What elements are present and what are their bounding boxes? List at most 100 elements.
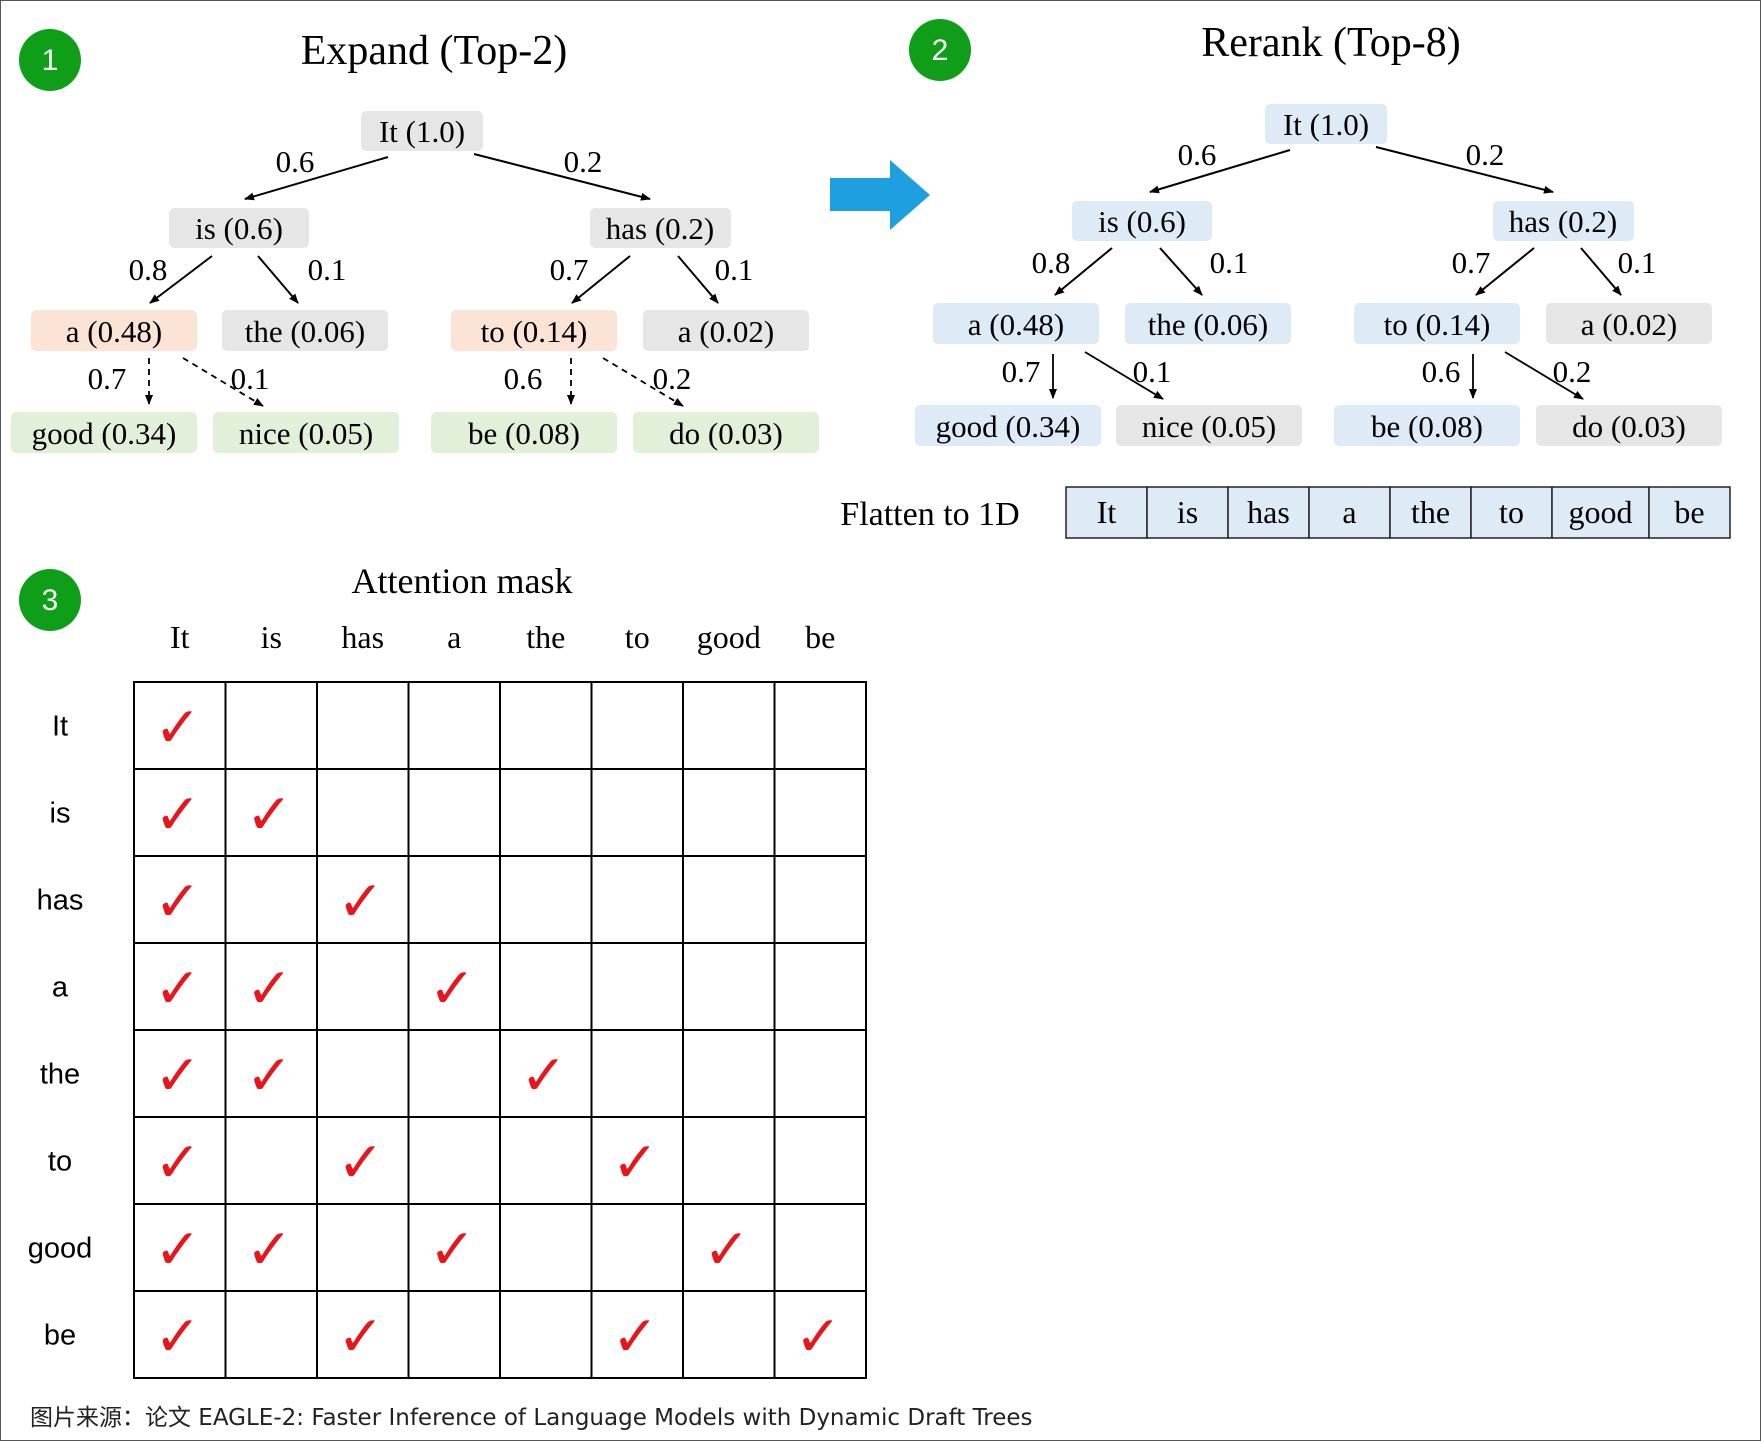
mask-cell bbox=[682, 855, 776, 944]
mask-cell bbox=[590, 1029, 684, 1118]
flatten-token-label: a bbox=[1342, 494, 1356, 530]
step1-edge-label: 0.6 bbox=[276, 144, 315, 179]
step2-node-the: the (0.06) bbox=[1125, 303, 1291, 344]
step1-node-nice: nice (0.05) bbox=[213, 412, 399, 453]
node-label: the (0.06) bbox=[1148, 307, 1269, 342]
mask-row-label: a bbox=[52, 972, 69, 1004]
mask-cell bbox=[590, 1203, 684, 1292]
mask-cell bbox=[407, 1029, 501, 1118]
mask-cell bbox=[224, 855, 318, 944]
step1-node-do: do (0.03) bbox=[633, 412, 819, 453]
mask-row-label: to bbox=[48, 1146, 72, 1178]
mask-column-label: a bbox=[447, 619, 461, 655]
mask-cell bbox=[773, 1290, 867, 1379]
step1-panel: 1 Expand (Top-2) 0.6 0.2 0.8 0.1 0.7 0.1… bbox=[11, 28, 819, 453]
step2-edge-root-is bbox=[1149, 149, 1291, 194]
node-label: good (0.34) bbox=[32, 416, 177, 451]
step2-edge-label: 0.2 bbox=[1553, 354, 1592, 389]
check-mark-icon: ✓ bbox=[154, 783, 201, 848]
step1-title: Expand (Top-2) bbox=[301, 28, 567, 74]
node-label: is (0.6) bbox=[1098, 204, 1186, 239]
step1-edge-label: 0.7 bbox=[88, 361, 127, 396]
arrow-right-icon bbox=[830, 160, 930, 230]
check-mark-icon: ✓ bbox=[795, 1305, 842, 1370]
mask-cell bbox=[773, 768, 867, 857]
step1-node-good: good (0.34) bbox=[11, 412, 197, 453]
step2-node-has: has (0.2) bbox=[1493, 201, 1634, 241]
node-label: has (0.2) bbox=[606, 211, 714, 246]
check-mark-icon: ✓ bbox=[154, 1044, 201, 1109]
mask-cell bbox=[224, 681, 318, 770]
node-label: a (0.02) bbox=[1581, 307, 1677, 342]
mask-column-label: good bbox=[697, 619, 761, 655]
step2-edge-root-has bbox=[1375, 146, 1554, 194]
node-label: be (0.08) bbox=[468, 416, 580, 451]
node-label: nice (0.05) bbox=[239, 416, 373, 451]
step1-node-root: It (1.0) bbox=[361, 111, 483, 151]
mask-cell bbox=[590, 681, 684, 770]
step2-node-a: a (0.48) bbox=[933, 303, 1099, 344]
check-mark-icon: ✓ bbox=[246, 1044, 293, 1109]
check-mark-icon: ✓ bbox=[520, 1044, 567, 1109]
mask-cell bbox=[499, 942, 593, 1031]
check-mark-icon: ✓ bbox=[612, 1131, 659, 1196]
step2-edge-label: 0.6 bbox=[1422, 354, 1461, 389]
mask-column-label: has bbox=[341, 619, 384, 655]
mask-cell bbox=[316, 681, 410, 770]
step2-edge-has-to bbox=[1475, 247, 1535, 296]
step1-edge-a-nice bbox=[182, 357, 264, 407]
mask-cell bbox=[590, 768, 684, 857]
node-label: It (1.0) bbox=[1283, 107, 1369, 142]
step2-node-is: is (0.6) bbox=[1072, 201, 1212, 241]
mask-cell bbox=[773, 1116, 867, 1205]
mask-cell bbox=[316, 768, 410, 857]
step2-edge-label: 0.1 bbox=[1618, 245, 1657, 280]
step1-node-a2: a (0.02) bbox=[643, 310, 809, 351]
flatten-token-cell: to bbox=[1470, 486, 1553, 539]
flatten-token-label: to bbox=[1499, 494, 1524, 530]
mask-cell bbox=[590, 855, 684, 944]
step2-edge-label: 0.1 bbox=[1210, 245, 1249, 280]
mask-cell bbox=[682, 1029, 776, 1118]
node-label: do (0.03) bbox=[1572, 409, 1686, 444]
mask-cell bbox=[682, 768, 776, 857]
step1-edge-label: 0.7 bbox=[550, 252, 589, 287]
step1-node-be: be (0.08) bbox=[431, 412, 617, 453]
step1-edge-has-a2 bbox=[677, 255, 719, 304]
flatten-token-label: be bbox=[1674, 494, 1704, 530]
step2-node-good: good (0.34) bbox=[915, 405, 1101, 446]
node-label: nice (0.05) bbox=[1142, 409, 1276, 444]
mask-cell bbox=[773, 855, 867, 944]
flatten-token-label: has bbox=[1247, 494, 1290, 530]
step1-edge-label: 0.8 bbox=[129, 252, 168, 287]
check-mark-icon: ✓ bbox=[429, 1218, 476, 1283]
check-mark-icon: ✓ bbox=[429, 957, 476, 1022]
node-label: It (1.0) bbox=[379, 114, 465, 149]
mask-row-label: has bbox=[37, 885, 84, 917]
check-mark-icon: ✓ bbox=[246, 783, 293, 848]
mask-column-label: the bbox=[526, 619, 565, 655]
step1-edge-label: 0.2 bbox=[653, 361, 692, 396]
step1-edge-root-is bbox=[244, 156, 389, 201]
flatten-token-cell: the bbox=[1389, 486, 1472, 539]
mask-row-label: the bbox=[40, 1059, 80, 1091]
mask-cell bbox=[224, 1290, 318, 1379]
node-label: good (0.34) bbox=[936, 409, 1081, 444]
source-caption: 图片来源：论文 EAGLE-2: Faster Inference of Lan… bbox=[30, 1405, 1033, 1431]
mask-cell bbox=[499, 1116, 593, 1205]
node-label: the (0.06) bbox=[245, 314, 366, 349]
flatten-label: Flatten to 1D bbox=[840, 496, 1019, 533]
node-label: has (0.2) bbox=[1509, 204, 1617, 239]
flatten-token-cell: is bbox=[1146, 486, 1229, 539]
step2-edge-has-a2 bbox=[1580, 247, 1622, 296]
check-mark-icon: ✓ bbox=[337, 870, 384, 935]
step1-node-the: the (0.06) bbox=[222, 310, 388, 351]
step1-edge-label: 0.2 bbox=[564, 144, 603, 179]
step1-edge-label: 0.1 bbox=[231, 361, 270, 396]
mask-cell bbox=[316, 1029, 410, 1118]
check-mark-icon: ✓ bbox=[246, 957, 293, 1022]
node-label: a (0.02) bbox=[678, 314, 774, 349]
check-mark-icon: ✓ bbox=[337, 1131, 384, 1196]
